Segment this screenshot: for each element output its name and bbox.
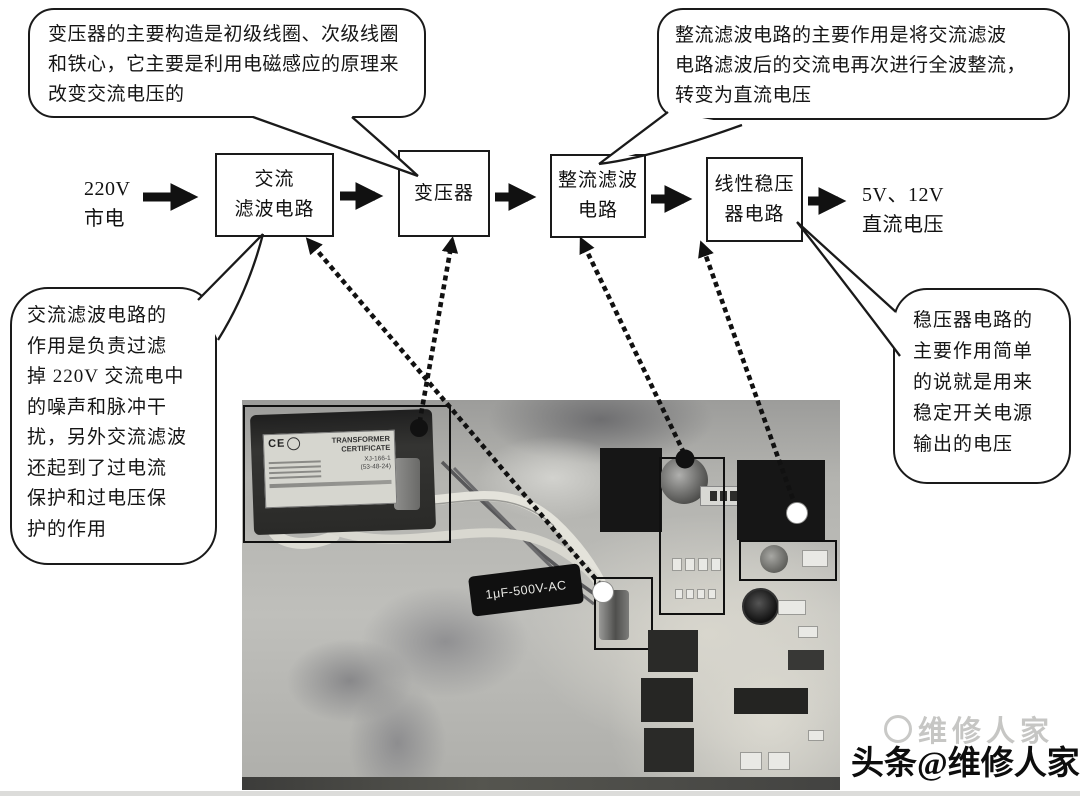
- regulator-capacitor: [760, 545, 788, 573]
- input-label: 220V 市电: [84, 178, 131, 230]
- block-linear-regulator-label: 线性稳压 器电路: [714, 173, 795, 225]
- photo-bottom-bar: [242, 777, 840, 790]
- electrolytic-capacitor-small: [599, 590, 629, 640]
- watermark-main: 头条@维修人家: [851, 746, 1080, 782]
- callout-regulator: 稳压器电路的 主要作用简单 的说就是用来 稳定开关电源 输出的电压: [893, 288, 1071, 484]
- smd-part: [675, 589, 683, 599]
- callout-ac-filter: 交流滤波电路的 作用是负责过滤 掉 220V 交流电中 的噪声和脉冲干 扰，另外…: [10, 287, 217, 565]
- callout-transformer-text: 变压器的主要构造是初级线圈、次级线圈 和铁心，它主要是利用电磁感应的原理来 改变…: [48, 24, 400, 105]
- highlight-regulator-region: [739, 540, 837, 581]
- dip-switch: [685, 558, 695, 571]
- ic-chip: [734, 688, 808, 714]
- block-rectifier-filter-label: 整流滤波 电路: [557, 170, 638, 221]
- callout-rectifier-filter: 整流滤波电路的主要作用是将交流滤波 电路滤波后的交流电再次进行全波整流， 转变为…: [657, 8, 1070, 120]
- smd-part: [798, 626, 818, 638]
- watermark-ghost-text: 维修人家: [918, 716, 1055, 748]
- page-bottom-strip: [0, 791, 1080, 796]
- output-label: 5V、12V 直流电压: [862, 184, 944, 236]
- dip-switch: [711, 558, 721, 571]
- block-linear-regulator: 线性稳压 器电路: [706, 157, 803, 242]
- dip-switch: [672, 558, 682, 571]
- watermark-ghost: 维修人家: [884, 708, 1054, 750]
- callout-transformer: 变压器的主要构造是初级线圈、次级线圈 和铁心，它主要是利用电磁感应的原理来 改变…: [28, 8, 426, 118]
- block-ac-filter: 交流 滤波电路: [215, 153, 334, 237]
- regulator-heatsink: [737, 460, 825, 540]
- connector-white: [768, 752, 790, 770]
- smd-part: [697, 589, 705, 599]
- block-rectifier-filter: 整流滤波 电路: [550, 154, 646, 238]
- relay: [644, 728, 694, 772]
- callout-rectifier-filter-text: 整流滤波电路的主要作用是将交流滤波 电路滤波后的交流电再次进行全波整流， 转变为…: [675, 25, 1027, 106]
- relay: [648, 630, 698, 672]
- callout-ac-filter-text: 交流滤波电路的 作用是负责过滤 掉 220V 交流电中 的噪声和脉冲干 扰，另外…: [27, 305, 188, 540]
- highlight-transformer-region: [243, 405, 451, 543]
- smd-part: [686, 589, 694, 599]
- smd-part: [708, 589, 716, 599]
- dip-switch: [698, 558, 708, 571]
- smd-part: [802, 550, 828, 567]
- relay-block: [600, 448, 662, 532]
- block-transformer-label: 变压器: [413, 182, 474, 204]
- ic-chip-small: [788, 650, 824, 670]
- highlight-ac-filter-region: [594, 577, 653, 650]
- smd-part: [808, 730, 824, 741]
- connector-white: [740, 752, 762, 770]
- film-capacitor-label: 1μF-500V-AC: [484, 578, 568, 602]
- buzzer: [742, 588, 779, 625]
- callout-regulator-text: 稳压器电路的 主要作用简单 的说就是用来 稳定开关电源 输出的电压: [913, 310, 1034, 455]
- watermark-logo-icon: [884, 715, 912, 743]
- relay: [641, 678, 693, 722]
- block-ac-filter-label: 交流 滤波电路: [234, 169, 315, 220]
- smd-part: [778, 600, 806, 615]
- block-transformer: 变压器: [398, 150, 490, 237]
